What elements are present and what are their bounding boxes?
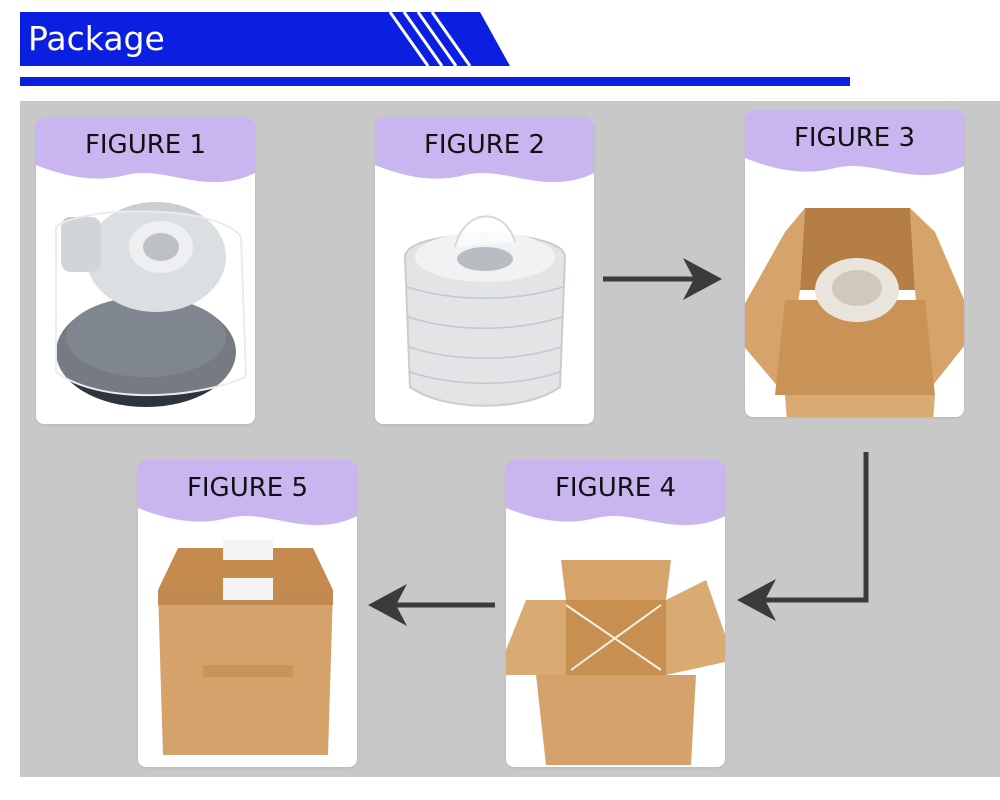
figure-card-4: FIGURE 4: [506, 460, 725, 767]
label-tab: [506, 460, 725, 526]
figure-label: FIGURE 2: [423, 130, 546, 160]
figure-card-5: FIGURE 5: [138, 460, 357, 767]
figure-card-2: FIGURE 2: [375, 117, 594, 424]
figure-label: FIGURE 1: [84, 130, 207, 160]
figure-label: FIGURE 4: [554, 473, 677, 503]
part-in-open-box-photo: [745, 208, 964, 417]
label-tab: [36, 117, 255, 183]
wrapped-turbocharger-photo: [55, 202, 248, 407]
header-banner: [20, 12, 510, 66]
label-tab: [745, 110, 964, 176]
page-title: Package: [28, 19, 165, 58]
header-underline: [20, 77, 850, 86]
inner-box-in-open-box-photo: [506, 560, 725, 765]
bubble-wrapped-part-photo: [403, 215, 567, 407]
sealed-box-photo: [158, 540, 333, 755]
label-tab: [138, 460, 357, 526]
figure-label: FIGURE 5: [186, 473, 309, 503]
label-tab: [375, 117, 594, 183]
figure-card-1: FIGURE 1: [36, 117, 255, 424]
figure-label: FIGURE 3: [793, 123, 916, 153]
figure-card-3: FIGURE 3: [745, 110, 964, 417]
